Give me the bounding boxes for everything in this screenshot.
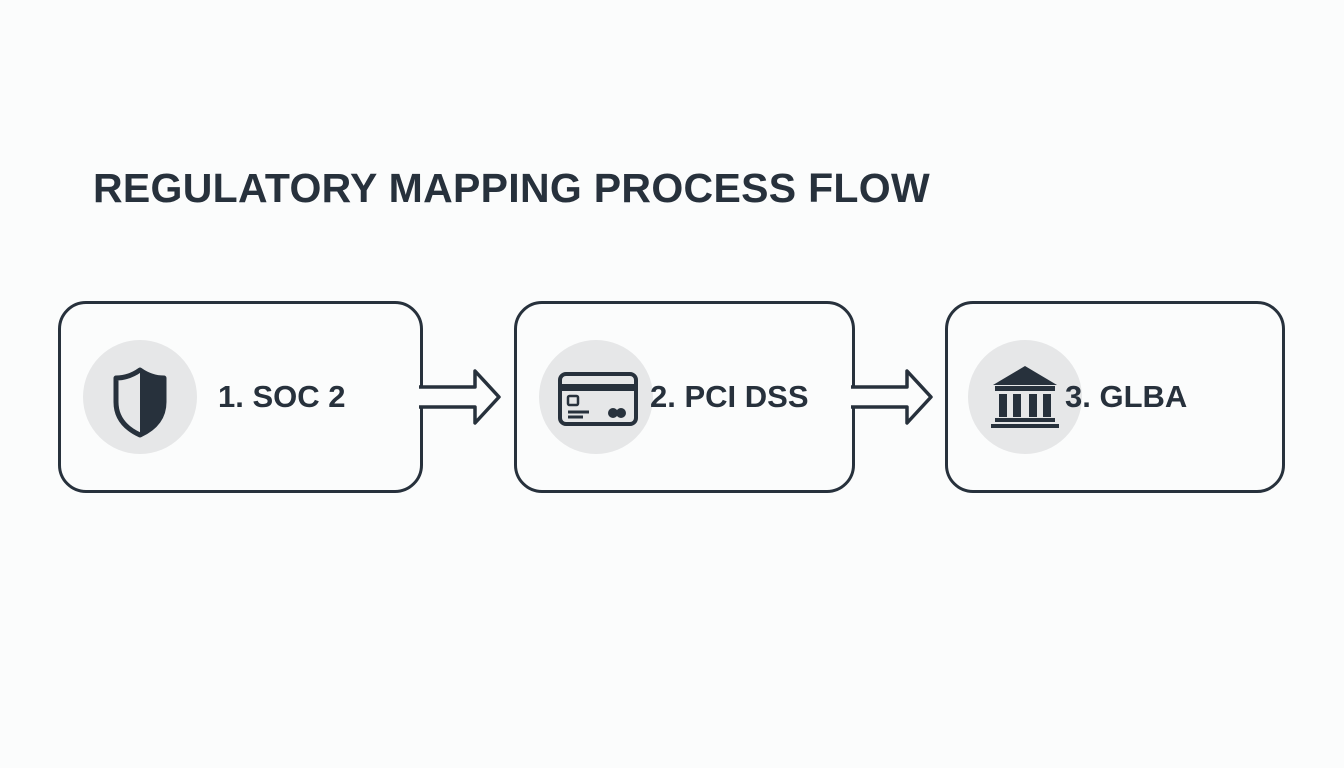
step-glba: 3. GLBA [945,301,1285,493]
arrow-right-icon [419,369,501,425]
arrow-right-icon [851,369,933,425]
bank-icon [991,366,1059,428]
step-label: 3. GLBA [1065,379,1188,414]
icon-circle [968,340,1082,454]
step-label: 1. SOC 2 [218,379,346,414]
step-label: 2. PCI DSS [650,379,809,414]
diagram-title: REGULATORY MAPPING PROCESS FLOW [93,165,930,211]
shield-icon [113,367,167,438]
step-pci-dss: 2. PCI DSS [514,301,855,493]
icon-circle [83,340,197,454]
icon-circle [539,340,653,454]
credit-card-icon [558,372,638,426]
step-soc2: 1. SOC 2 [58,301,423,493]
